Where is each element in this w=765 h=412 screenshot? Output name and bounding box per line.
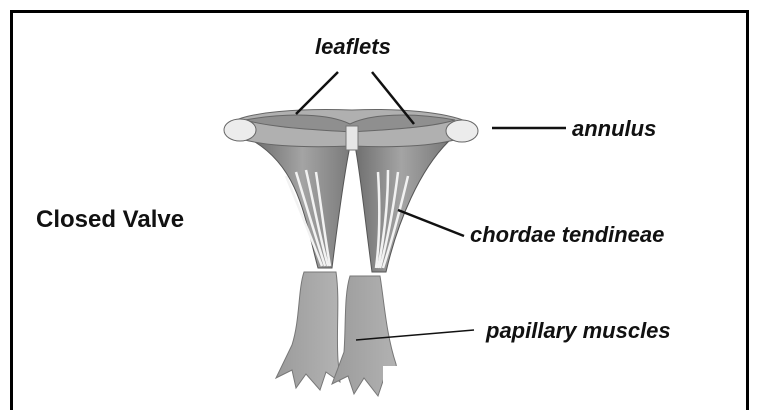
papillary-muscles-label: papillary muscles — [486, 318, 671, 344]
left-leaflet-cone — [255, 142, 350, 268]
diagram-title: Closed Valve — [36, 206, 184, 234]
chordae-tendineae-label: chordae tendineae — [470, 222, 664, 248]
blank-patch — [383, 366, 631, 412]
chordae-pointer — [398, 210, 464, 236]
left-papillary-muscle — [276, 272, 340, 390]
leaflets-label: leaflets — [315, 34, 391, 60]
leaflets-pointer-left — [296, 72, 338, 114]
annulus-label: annulus — [572, 116, 656, 142]
